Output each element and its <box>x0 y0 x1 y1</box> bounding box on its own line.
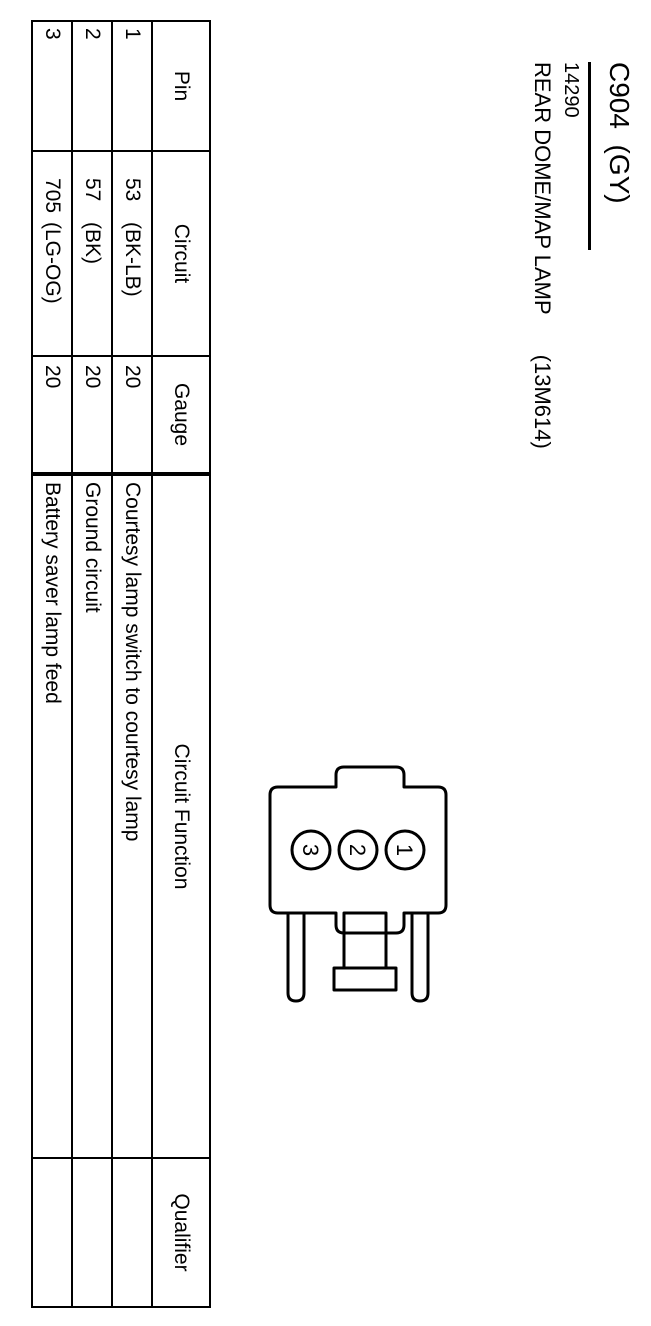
connector-title: C904 (GY) <box>604 62 635 204</box>
cell-gauge: 20 <box>72 356 112 474</box>
cell-circuit: 705 (LG-OG) <box>32 151 72 356</box>
circuit-color: (BK) <box>81 222 104 264</box>
cell-gauge: 20 <box>32 356 72 474</box>
circuit-number: 57 <box>81 178 104 202</box>
circuit-number: 705 <box>41 178 64 214</box>
header-gauge: Gauge <box>152 356 210 474</box>
cell-function: Courtesy lamp switch to courtesy lamp <box>112 474 152 1158</box>
description-code: (13M614) <box>530 354 555 449</box>
circuit-color: (LG-OG) <box>41 222 64 304</box>
pin-2-label: 2 <box>345 844 370 856</box>
cell-function: Battery saver lamp feed <box>32 474 72 1158</box>
circuit-color: (BK-LB) <box>121 222 144 297</box>
table-row: 2 57 (BK) 20 Ground circuit <box>72 21 112 1307</box>
table-row: 1 53 (BK-LB) 20 Courtesy lamp switch to c… <box>112 21 152 1307</box>
pin-1-label: 1 <box>392 844 417 856</box>
cell-qualifier <box>112 1158 152 1307</box>
connector-id: C904 <box>604 62 635 129</box>
header-qualifier: Qualifier <box>152 1158 210 1307</box>
cell-gauge: 20 <box>112 356 152 474</box>
cell-circuit: 53 (BK-LB) <box>112 151 152 356</box>
header-circuit: Circuit <box>152 151 210 356</box>
connector-color-code: (GY) <box>604 144 635 204</box>
cell-pin: 3 <box>32 21 72 151</box>
part-number: 14290 <box>560 62 582 118</box>
cell-circuit: 57 (BK) <box>72 151 112 356</box>
header-function: Circuit Function <box>152 474 210 1158</box>
pin-1-circle <box>384 829 426 871</box>
pin-3-circle <box>290 829 332 871</box>
cell-function: Ground circuit <box>72 474 112 1158</box>
table-header-row: Pin Circuit Gauge Circuit Function Quali… <box>152 21 210 1307</box>
table-row: 3 705 (LG-OG) 20 Battery saver lamp feed <box>32 21 72 1307</box>
cell-pin: 2 <box>72 21 112 151</box>
title-underline <box>588 62 591 250</box>
description-text: REAR DOME/MAP LAMP <box>530 62 555 315</box>
cell-qualifier <box>32 1158 72 1307</box>
cell-pin: 1 <box>112 21 152 151</box>
pin-3-label: 3 <box>298 844 323 856</box>
cell-qualifier <box>72 1158 112 1307</box>
pin-2-circle <box>337 829 379 871</box>
circuit-number: 53 <box>121 178 144 202</box>
pin-table: Pin Circuit Gauge Circuit Function Quali… <box>31 20 211 1308</box>
connector-description: REAR DOME/MAP LAMP (13M614) <box>530 62 555 449</box>
header-pin: Pin <box>152 21 210 151</box>
connector-face-diagram: 1 2 3 <box>268 765 448 1003</box>
